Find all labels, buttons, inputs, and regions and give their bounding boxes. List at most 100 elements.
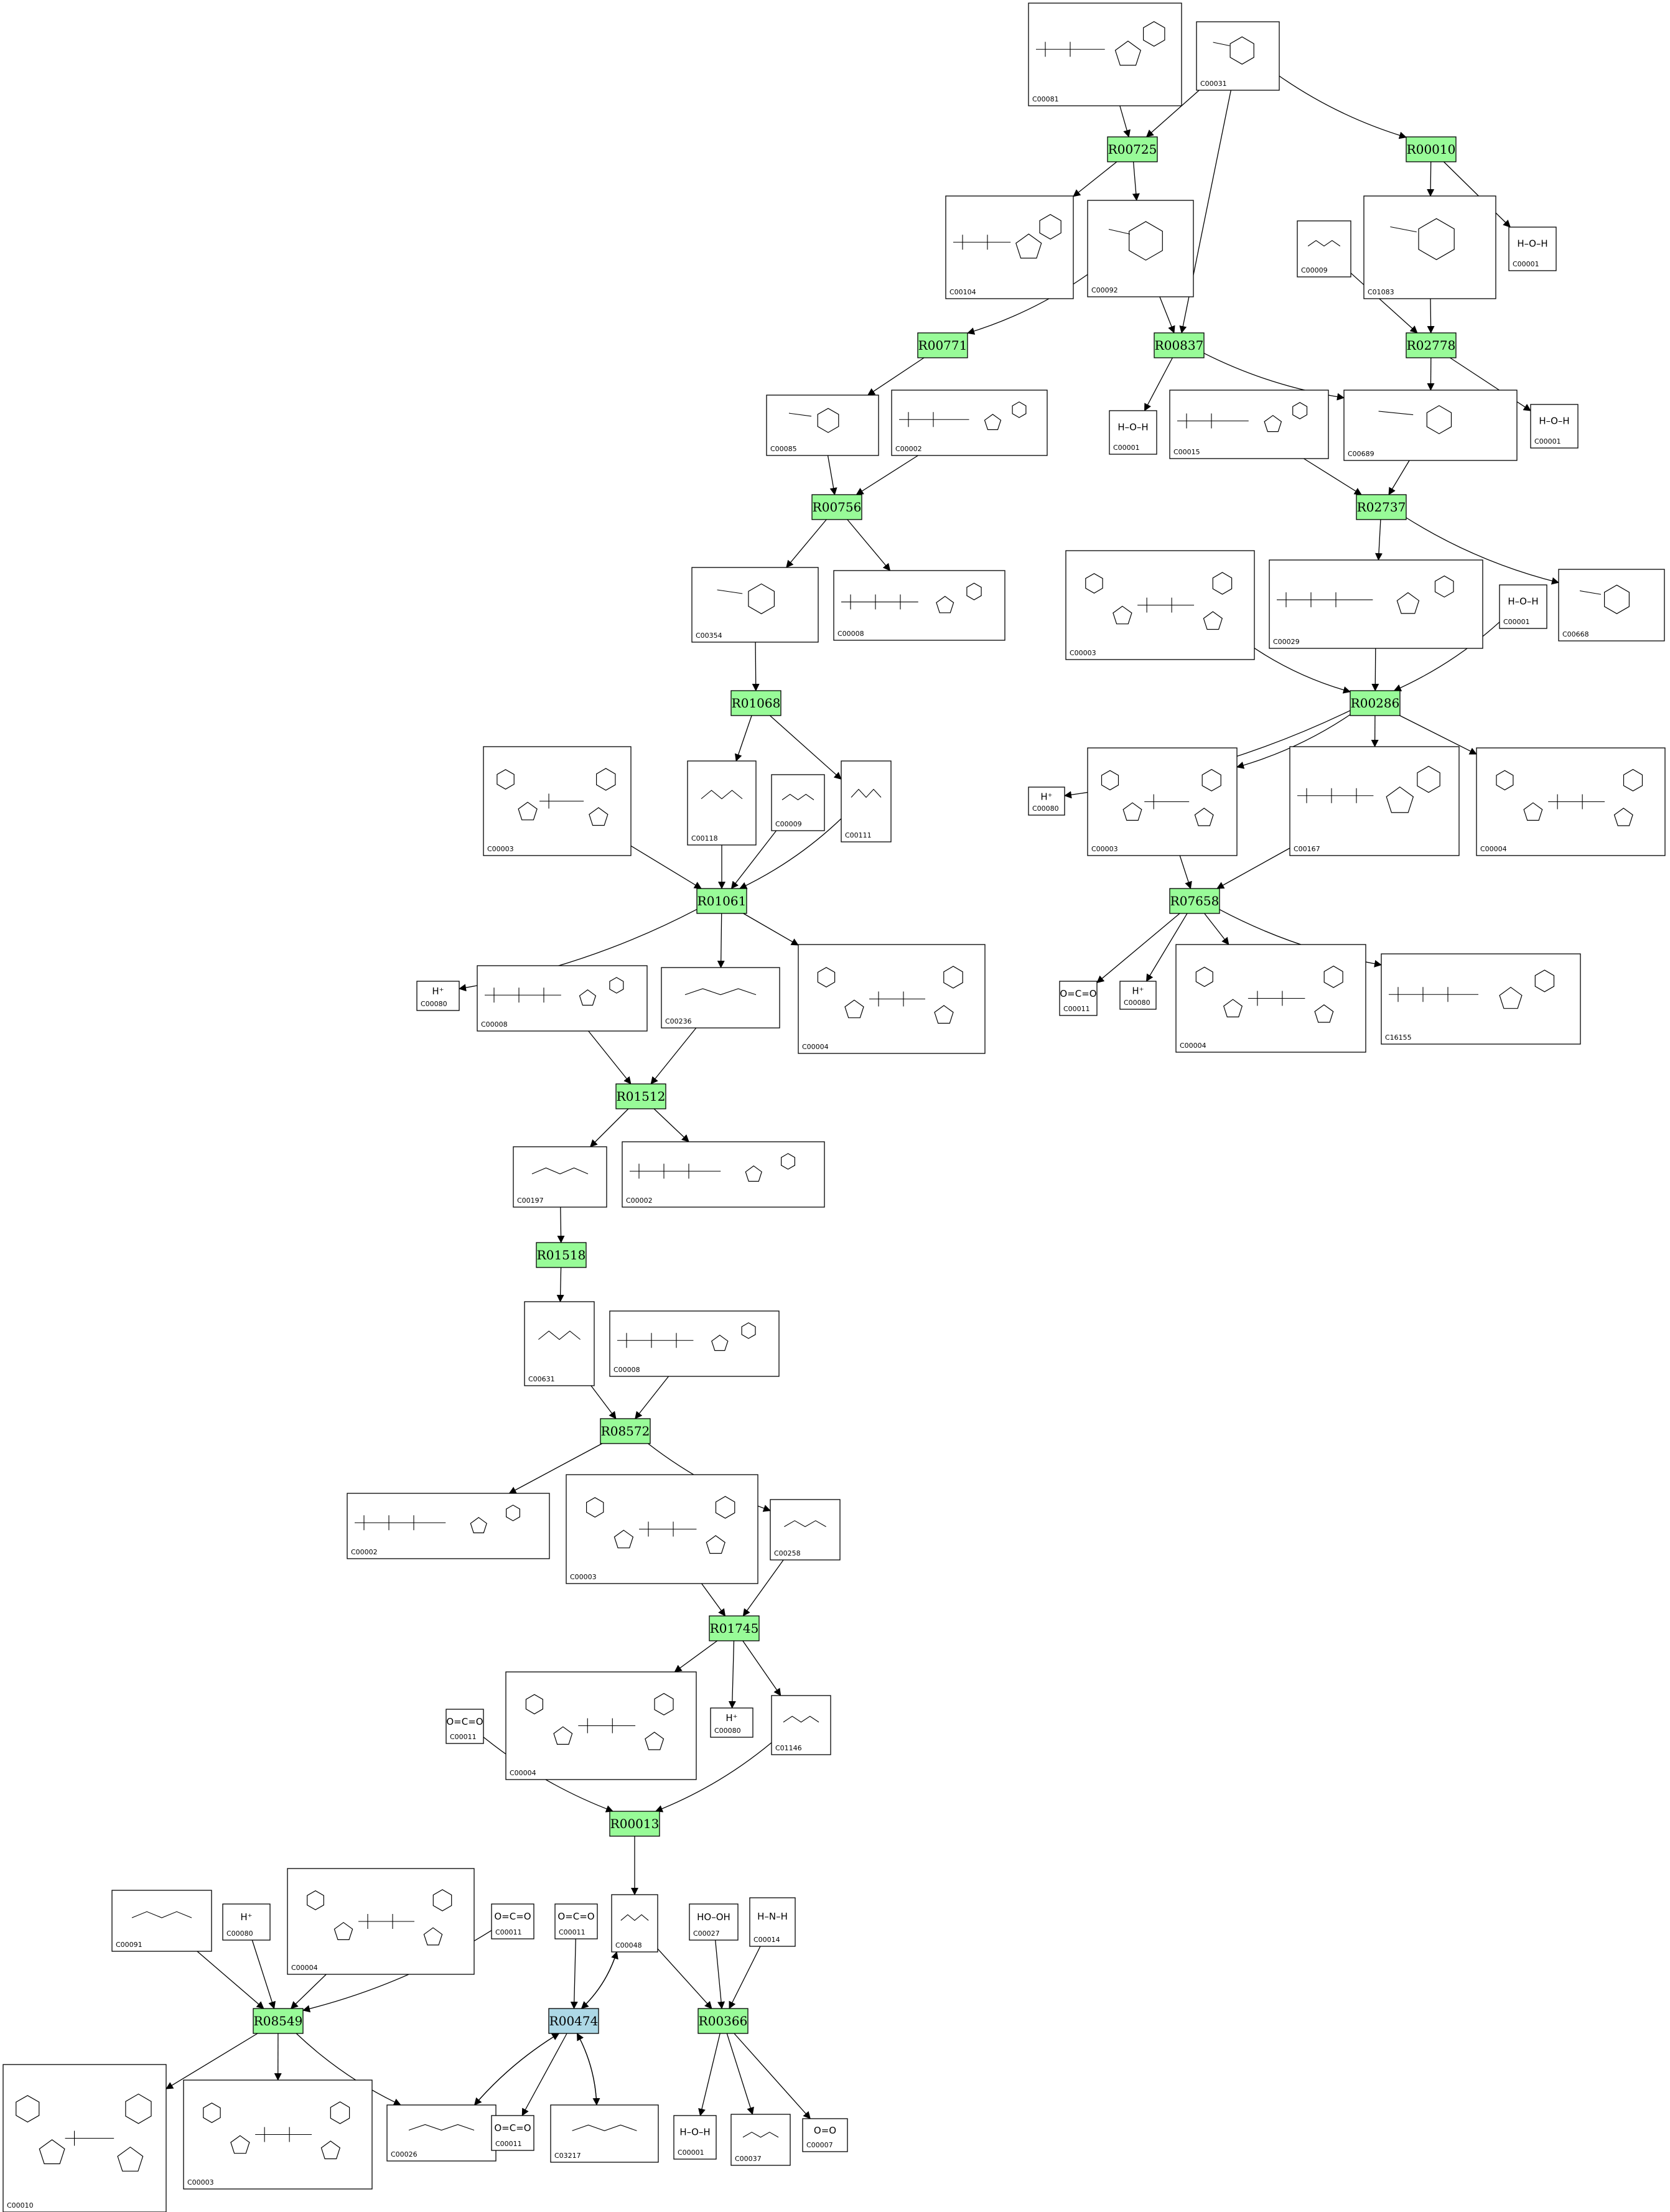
reaction-node-r00010[interactable]: R00010 xyxy=(1406,136,1457,162)
edge-R00010-to-c00001_a xyxy=(1443,161,1511,228)
compound-node-c00092[interactable]: C00092 xyxy=(1087,200,1194,297)
compound-node-c00008_c[interactable]: C00008 xyxy=(609,1310,780,1377)
compound-formula: H–O–H xyxy=(1539,416,1569,427)
compound-node-c00037[interactable]: C00037 xyxy=(730,2114,791,2166)
compound-node-c00004_d[interactable]: C00004 xyxy=(505,1671,697,1780)
reaction-id-label: R02737 xyxy=(1357,500,1406,515)
compound-node-c00003_c[interactable]: C00003 xyxy=(1087,747,1238,856)
compound-node-c00004_c[interactable]: C00004 xyxy=(1175,944,1366,1053)
edge-c00631-to-R08572 xyxy=(590,1385,617,1419)
compound-node-c00081[interactable]: C00081 xyxy=(1028,2,1182,106)
reaction-node-r00366[interactable]: R00366 xyxy=(697,2008,749,2034)
compound-node-c00111[interactable]: C00111 xyxy=(841,760,892,842)
compound-node-c00002_c[interactable]: C00002 xyxy=(347,1493,550,1559)
compound-id-label: C16155 xyxy=(1385,1034,1412,1042)
reaction-node-r08572[interactable]: R08572 xyxy=(600,1418,651,1444)
compound-node-c03217[interactable]: C03217 xyxy=(550,2104,659,2163)
compound-node-c00031[interactable]: C00031 xyxy=(1196,21,1280,91)
reaction-node-r08549[interactable]: R08549 xyxy=(253,2008,304,2034)
compound-node-c00004_e[interactable]: C00004 xyxy=(287,1868,475,1975)
compound-formula: H–O–H xyxy=(1117,422,1148,433)
compound-node-c16155[interactable]: C16155 xyxy=(1381,953,1581,1045)
reaction-node-r01061[interactable]: R01061 xyxy=(696,888,747,914)
compound-node-c00080_b[interactable]: H⁺C00080 xyxy=(416,981,460,1011)
compound-node-c00015[interactable]: C00015 xyxy=(1169,390,1329,459)
reaction-node-r00725[interactable]: R00725 xyxy=(1107,136,1158,162)
compound-node-c00236[interactable]: C00236 xyxy=(661,967,780,1029)
reaction-node-r00474[interactable]: R00474 xyxy=(548,2008,599,2034)
compound-node-c00118[interactable]: C00118 xyxy=(687,760,757,846)
compound-id-label: C00011 xyxy=(559,1928,585,1936)
reaction-node-r00837[interactable]: R00837 xyxy=(1154,332,1205,358)
compound-id-label: C00080 xyxy=(421,1000,447,1008)
compound-node-c00008_b[interactable]: C00008 xyxy=(477,965,648,1032)
compound-node-c00003_e[interactable]: C00003 xyxy=(183,2079,373,2190)
compound-node-c00004_a[interactable]: C00004 xyxy=(1476,747,1666,856)
edge-c00003_b-to-R01061 xyxy=(630,845,702,889)
compound-node-c00026[interactable]: C00026 xyxy=(386,2104,497,2162)
compound-node-c00009_b[interactable]: C00009 xyxy=(771,774,825,831)
compound-node-c00080_e[interactable]: H⁺C00080 xyxy=(222,1903,271,1941)
compound-node-c00080_c[interactable]: H⁺C00080 xyxy=(1119,981,1157,1010)
structure-drawing-icon xyxy=(1390,218,1455,260)
compound-node-c00048[interactable]: C00048 xyxy=(611,1894,658,1953)
reaction-node-r01512[interactable]: R01512 xyxy=(615,1083,666,1109)
compound-node-c00631[interactable]: C00631 xyxy=(524,1301,595,1386)
compound-node-c00002_b[interactable]: C00002 xyxy=(622,1141,825,1208)
compound-node-c00003_a[interactable]: C00003 xyxy=(1065,550,1255,660)
compound-node-c00689[interactable]: C00689 xyxy=(1343,390,1518,461)
compound-id-label: C00118 xyxy=(691,834,718,842)
reaction-node-r01745[interactable]: R01745 xyxy=(709,1615,760,1641)
compound-node-c00080_d[interactable]: H⁺C00080 xyxy=(710,1707,753,1738)
compound-node-c00104[interactable]: C00104 xyxy=(945,195,1074,299)
compound-node-c00008_a[interactable]: C00008 xyxy=(833,570,1005,641)
reaction-node-r07658[interactable]: R07658 xyxy=(1169,888,1220,914)
compound-node-c00091[interactable]: C00091 xyxy=(111,1890,212,1952)
reaction-node-r02778[interactable]: R02778 xyxy=(1406,332,1457,358)
reaction-node-r00286[interactable]: R00286 xyxy=(1350,690,1401,716)
compound-node-c00009_a[interactable]: C00009 xyxy=(1297,220,1351,278)
compound-node-c00354[interactable]: C00354 xyxy=(691,567,819,643)
reaction-node-r00771[interactable]: R00771 xyxy=(917,332,968,358)
reaction-node-r01518[interactable]: R01518 xyxy=(536,1242,587,1268)
reaction-node-r00013[interactable]: R00013 xyxy=(609,1811,660,1837)
reaction-node-r01068[interactable]: R01068 xyxy=(730,690,781,716)
compound-node-c00197[interactable]: C00197 xyxy=(513,1146,607,1208)
edge-c00031-to-R00837 xyxy=(1179,90,1231,334)
compound-node-c00010[interactable]: C00010 xyxy=(2,2064,167,2212)
compound-node-c00668[interactable]: C00668 xyxy=(1558,569,1665,642)
compound-id-label: C00001 xyxy=(678,2149,704,2157)
edge-R08572-to-c00002_c xyxy=(508,1443,603,1494)
compound-formula: H⁺ xyxy=(725,1712,737,1724)
compound-node-c01083[interactable]: C01083 xyxy=(1363,195,1496,299)
compound-node-c00085[interactable]: C00085 xyxy=(766,394,879,456)
compound-node-c01146[interactable]: C01146 xyxy=(771,1695,831,1755)
structure-drawing-icon xyxy=(841,582,982,614)
reaction-node-r02737[interactable]: R02737 xyxy=(1356,494,1407,520)
compound-node-c00002_a[interactable]: C00002 xyxy=(891,390,1048,456)
compound-node-c00080_a[interactable]: H⁺C00080 xyxy=(1028,786,1065,816)
compound-node-c00003_d[interactable]: C00003 xyxy=(566,1474,758,1584)
compound-node-c00029[interactable]: C00029 xyxy=(1269,559,1483,649)
compound-formula: O=C=O xyxy=(446,1716,483,1727)
compound-node-c00003_b[interactable]: C00003 xyxy=(483,746,632,856)
edge-c00354-to-R01068 xyxy=(752,642,760,691)
compound-node-c00258[interactable]: C00258 xyxy=(770,1499,841,1561)
compound-id-label: C00002 xyxy=(626,1197,653,1205)
compound-node-c00167[interactable]: C00167 xyxy=(1289,746,1460,856)
compound-node-c00004_b[interactable]: C00004 xyxy=(798,944,986,1054)
reaction-node-r00756[interactable]: R00756 xyxy=(811,494,862,520)
